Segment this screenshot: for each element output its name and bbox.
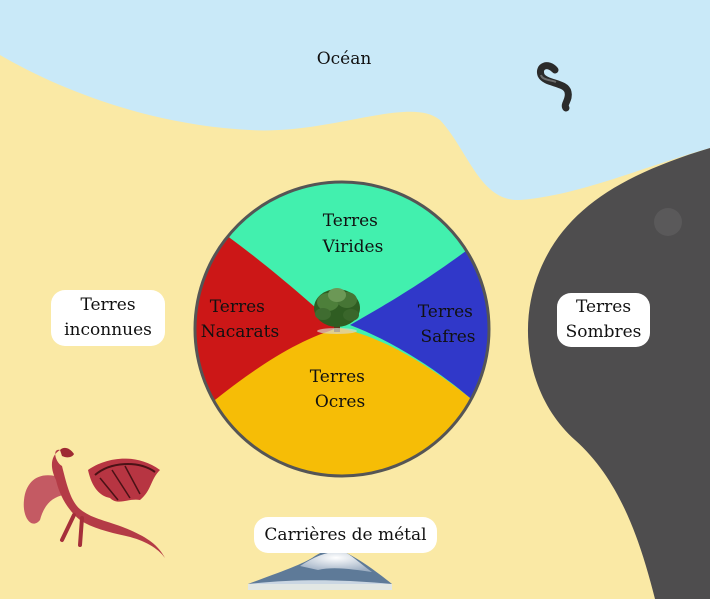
- sea-serpent-icon: [537, 62, 572, 112]
- terres-safres-line1: Terres: [418, 302, 473, 322]
- terres-virides-line2: Virides: [322, 237, 384, 257]
- terres-ocres-label: Terres Ocres: [310, 367, 371, 412]
- terres-nacarats-label: Terres Nacarats: [201, 297, 279, 342]
- terres-circle-border: [193, 180, 491, 478]
- terres-virides-line1: Terres: [323, 211, 378, 231]
- terres-sombres-label: Terres Sombres: [557, 293, 650, 347]
- terres-safres-region: [350, 220, 489, 420]
- mountain-icon: [248, 549, 392, 590]
- terres-safres-line2: Safres: [421, 327, 476, 347]
- terres-sombres-region: [527, 148, 710, 599]
- carrieres-de-metal-label: Carrières de métal: [254, 517, 437, 553]
- carrieres-de-metal-text: Carrières de métal: [264, 525, 427, 545]
- terres-inconnues-line2: inconnues: [64, 320, 152, 340]
- terres-virides-label: Terres Virides: [322, 211, 384, 257]
- dark-land-spot: [654, 208, 682, 236]
- terres-nacarats-region: [195, 200, 338, 420]
- tree-icon: [314, 288, 360, 334]
- ocean-region: [0, 0, 710, 201]
- terres-sombres-line1: Terres: [575, 297, 632, 317]
- terres-ocres-line2: Ocres: [315, 392, 365, 412]
- terres-sombres-line2: Sombres: [565, 322, 642, 342]
- terres-inconnues-line1: Terres: [80, 295, 136, 315]
- dragon-icon: [23, 447, 165, 558]
- terres-inconnues-label: Terres inconnues: [51, 290, 165, 346]
- terres-nacarats-line1: Terres: [210, 297, 265, 317]
- terres-nacarats-line2: Nacarats: [201, 322, 279, 342]
- terres-safres-label: Terres Safres: [418, 302, 479, 347]
- ocean-label: Océan: [317, 49, 372, 69]
- terres-ocres-line1: Terres: [310, 367, 365, 387]
